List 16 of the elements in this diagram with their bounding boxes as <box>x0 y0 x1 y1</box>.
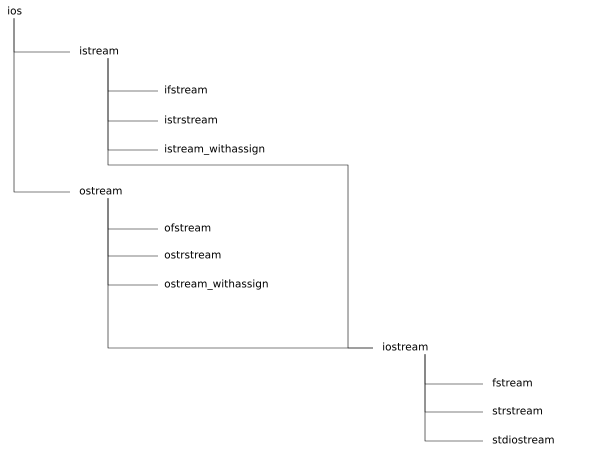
class-name: istream_withassign <box>165 144 264 155</box>
class-name: ifstream <box>165 85 207 94</box>
tree-line <box>14 18 70 192</box>
class-name: istrstream <box>165 115 217 124</box>
tree-line <box>424 354 484 442</box>
class-name: fstream <box>492 378 532 387</box>
class-name: ios <box>8 6 22 15</box>
class-name: strstream <box>492 407 542 415</box>
class-name: ostrstream <box>164 251 220 259</box>
class-name: ofstream <box>164 223 210 232</box>
class-name: ostream_withassign <box>164 279 268 290</box>
class-name: stdiostream <box>492 435 554 444</box>
class-name: ostream <box>80 187 122 195</box>
tree-line <box>108 198 374 348</box>
class-name: iostream <box>383 342 428 351</box>
class-name: istream <box>80 46 118 55</box>
